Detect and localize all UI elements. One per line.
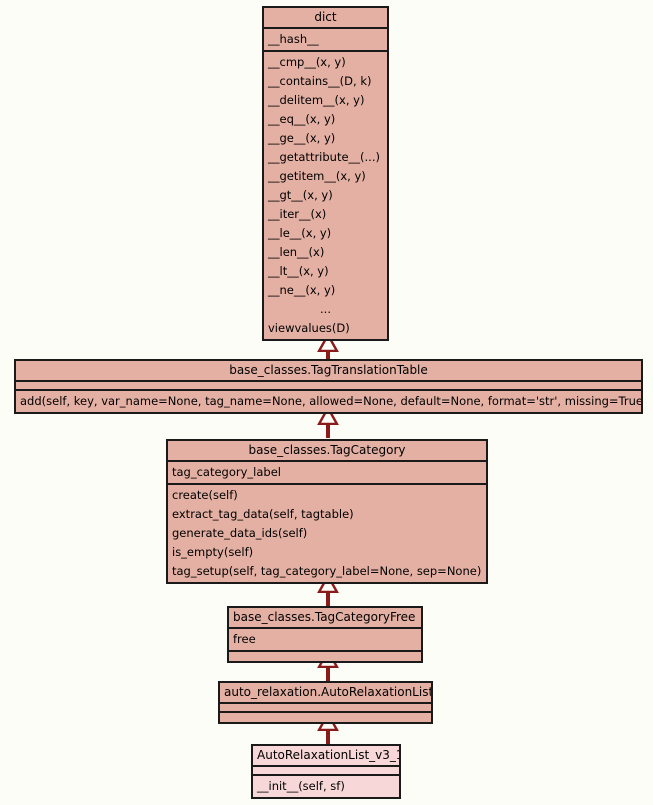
class-attributes-compartment: __hash__ [264, 29, 387, 52]
class-methods-compartment-empty [220, 713, 431, 722]
class-name-label: auto_relaxation.AutoRelaxationList [224, 685, 431, 699]
class-box-autorelaxationlist[interactable]: auto_relaxation.AutoRelaxationList [218, 681, 433, 724]
class-method: __lt__(x, y) [268, 264, 329, 278]
class-attribute: free [233, 632, 256, 646]
class-method: __ne__(x, y) [268, 283, 336, 297]
class-methods-compartment: create(self) extract_tag_data(self, tagt… [168, 485, 486, 582]
class-name-label: base_classes.TagCategoryFree [233, 610, 416, 624]
class-box-tagcategoryfree[interactable]: base_classes.TagCategoryFree free [227, 606, 423, 663]
class-attributes-compartment: free [229, 629, 421, 652]
class-method: __init__(self, sf) [257, 779, 345, 793]
class-method: create(self) [172, 488, 238, 502]
class-method: __cmp__(x, y) [268, 55, 346, 69]
class-title-compartment: base_classes.TagTranslationTable [16, 361, 641, 382]
class-method: is_empty(self) [172, 545, 254, 559]
class-name-label: dict [314, 10, 337, 24]
class-method: __len__(x) [268, 245, 325, 259]
class-attributes-compartment-empty [253, 767, 399, 776]
class-method: add(self, key, var_name=None, tag_name=N… [20, 394, 641, 408]
class-box-tagcategory[interactable]: base_classes.TagCategory tag_category_la… [166, 439, 488, 584]
class-method: __le__(x, y) [268, 226, 332, 240]
class-box-autorelaxationlist-v3-1[interactable]: AutoRelaxationList_v3_1 __init__(self, s… [251, 744, 401, 799]
class-attribute: tag_category_label [172, 465, 281, 479]
class-method: generate_data_ids(self) [172, 526, 308, 540]
class-name-label: base_classes.TagCategory [248, 443, 406, 457]
class-title-compartment: auto_relaxation.AutoRelaxationList [220, 683, 431, 704]
class-method: __getattribute__(...) [268, 150, 380, 164]
class-method: __eq__(x, y) [268, 112, 336, 126]
class-method: __gt__(x, y) [268, 188, 333, 202]
class-method: __getitem__(x, y) [268, 169, 366, 183]
class-method: tag_setup(self, tag_category_label=None,… [172, 564, 482, 578]
class-method: __delitem__(x, y) [268, 93, 365, 107]
class-attributes-compartment-empty [16, 382, 641, 391]
class-name-label: base_classes.TagTranslationTable [229, 363, 428, 377]
class-methods-compartment: add(self, key, var_name=None, tag_name=N… [16, 391, 641, 412]
class-name-label: AutoRelaxationList_v3_1 [257, 748, 399, 762]
class-method: __contains__(D, k) [268, 74, 372, 88]
class-attributes-compartment-empty [220, 704, 431, 713]
class-box-dict[interactable]: dict __hash__ __cmp__(x, y) __contains__… [262, 6, 389, 341]
class-method: extract_tag_data(self, tagtable) [172, 507, 354, 521]
class-title-compartment: dict [264, 8, 387, 29]
class-box-tagtranslationtable[interactable]: base_classes.TagTranslationTable add(sel… [14, 359, 643, 414]
class-method: __iter__(x) [268, 207, 327, 221]
class-methods-compartment-empty [229, 652, 421, 661]
class-method: __ge__(x, y) [268, 131, 336, 145]
class-title-compartment: AutoRelaxationList_v3_1 [253, 746, 399, 767]
class-method-ellipsis: ... [320, 302, 331, 316]
class-methods-compartment: __cmp__(x, y) __contains__(D, k) __delit… [264, 52, 387, 339]
class-method: viewvalues(D) [268, 321, 350, 335]
class-attributes-compartment: tag_category_label [168, 462, 486, 485]
class-attribute: __hash__ [268, 32, 319, 46]
class-title-compartment: base_classes.TagCategoryFree [229, 608, 421, 629]
class-title-compartment: base_classes.TagCategory [168, 441, 486, 462]
class-methods-compartment: __init__(self, sf) [253, 776, 399, 797]
